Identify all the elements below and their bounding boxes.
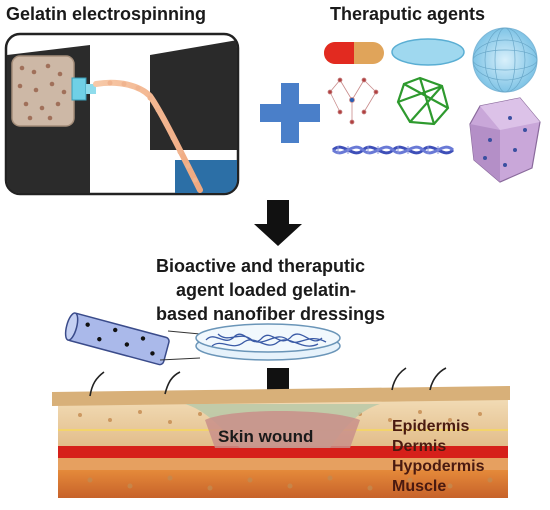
syringe-particles — [17, 63, 67, 121]
electrospinning-panel — [4, 32, 240, 196]
therapeutic-agents-panel — [324, 27, 541, 183]
zoom-line-top — [167, 330, 201, 335]
needle-tip — [86, 84, 96, 94]
caption-line-2: agent loaded gelatin- — [176, 280, 357, 300]
hypodermis-layer — [58, 458, 508, 470]
dermis-layer — [58, 446, 508, 458]
zoom-line-bottom — [159, 357, 201, 361]
nanofiber-dressing — [64, 312, 341, 366]
caption-line-3: based nanofiber dressings — [156, 304, 386, 324]
syringe-nozzle — [71, 77, 87, 101]
hypodermis-label: Hypodermis — [392, 458, 485, 475]
skin-wound-label: Skin wound — [218, 427, 314, 446]
caption-line-1: Bioactive and theraputic — [156, 256, 366, 276]
plus-icon — [260, 83, 320, 143]
fiber-mesh — [205, 333, 327, 347]
tissue-texture — [78, 410, 493, 491]
wound-bed — [205, 411, 360, 448]
hairs — [89, 367, 447, 397]
nanosphere-icon — [472, 27, 538, 93]
dermis-label: Dermis — [392, 438, 447, 455]
therapeutic-agents-title: Theraputic agents — [330, 4, 486, 24]
capsule-icon — [324, 42, 384, 64]
skin-cross-section — [52, 367, 510, 498]
magnified-fiber-icon — [64, 312, 170, 366]
polyhedron-nanoparticle-icon — [469, 97, 541, 183]
dna-helix-icon — [331, 145, 455, 155]
muscle-label: Muscle — [392, 478, 447, 495]
dendrimer-icon — [327, 77, 379, 125]
collector-plate — [150, 40, 237, 150]
epidermis-label: Epidermis — [392, 418, 470, 435]
disc-icon — [391, 38, 465, 66]
jet-beads — [107, 80, 198, 183]
cage-molecule-icon — [396, 76, 450, 126]
down-arrow-top — [254, 200, 302, 246]
electrospinning-title: Gelatin electrospinning — [6, 4, 207, 24]
